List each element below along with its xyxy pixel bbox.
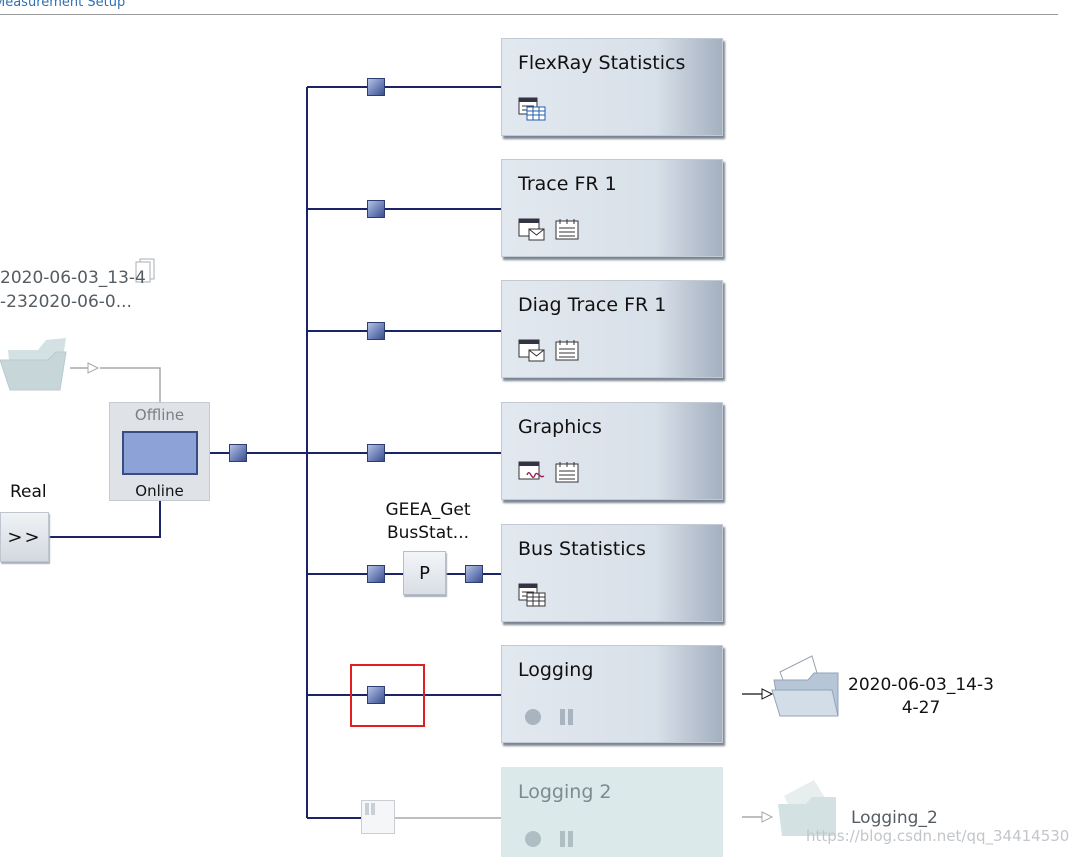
block-bus-statistics[interactable]: Bus Statistics xyxy=(501,524,723,622)
trace-window-icon[interactable] xyxy=(518,339,546,363)
file-copy-icon xyxy=(135,258,155,283)
switch-toggle[interactable] xyxy=(122,431,198,475)
node-logging[interactable] xyxy=(367,686,385,704)
node-flexray-statistics[interactable] xyxy=(367,78,385,96)
block-title: Logging xyxy=(518,659,594,681)
graphics-config-icon[interactable] xyxy=(554,461,580,485)
block-title: FlexRay Statistics xyxy=(518,52,686,74)
offline-file-name-line2: -232020-06-0... xyxy=(0,292,132,312)
window-title-bar: Measurement Setup xyxy=(0,0,1058,15)
program-node-name-line2: BusStat... xyxy=(386,523,470,543)
program-node-name-line1: GEEA_Get xyxy=(385,500,471,520)
selection-highlight xyxy=(350,664,425,727)
logging-output-folder-icon[interactable] xyxy=(771,655,839,717)
node-program-input[interactable] xyxy=(367,565,385,583)
block-title: Diag Trace FR 1 xyxy=(518,294,667,316)
block-title: Trace FR 1 xyxy=(518,173,617,195)
block-graphics[interactable]: Graphics xyxy=(501,402,723,500)
logging-output-file-line1: 2020-06-03_14-3 xyxy=(848,675,994,695)
block-diag-trace-fr-1[interactable]: Diag Trace FR 1 xyxy=(501,280,723,378)
pause-icon[interactable] xyxy=(558,830,576,848)
logging-output-file-line2: 4-27 xyxy=(901,698,941,718)
real-source-button[interactable]: >> xyxy=(0,512,49,562)
block-flexray-statistics[interactable]: FlexRay Statistics xyxy=(501,38,723,136)
offline-file-name-line1: 2020-06-03_13-4 xyxy=(0,268,146,288)
block-title: Graphics xyxy=(518,416,602,438)
window-title: Measurement Setup xyxy=(0,0,126,10)
node-logging-2-disabled[interactable] xyxy=(361,800,395,834)
block-logging[interactable]: Logging xyxy=(501,645,723,743)
switch-online-label: Online xyxy=(135,482,184,500)
watermark: https://blog.csdn.net/qq_34414530 xyxy=(806,827,1069,845)
logging-2-output-folder-icon[interactable] xyxy=(778,780,836,836)
logging-2-output-label: Logging_2 xyxy=(851,808,938,828)
trace-config-icon[interactable] xyxy=(554,218,580,242)
graphics-window-icon[interactable] xyxy=(518,461,546,485)
pause-icon[interactable] xyxy=(558,708,576,726)
real-source-label: Real xyxy=(10,482,47,502)
trace-config-icon[interactable] xyxy=(554,339,580,363)
record-icon[interactable] xyxy=(524,830,542,848)
node-graphics[interactable] xyxy=(367,444,385,462)
block-logging-2[interactable]: Logging 2 xyxy=(501,767,723,857)
block-title: Bus Statistics xyxy=(518,538,646,560)
node-bus-statistics[interactable] xyxy=(465,565,483,583)
block-title: Logging 2 xyxy=(518,781,612,803)
offline-online-switch[interactable]: Offline Online xyxy=(109,402,210,501)
trace-window-icon[interactable] xyxy=(518,218,546,242)
node-diag-trace-fr-1[interactable] xyxy=(367,322,385,340)
block-trace-fr-1[interactable]: Trace FR 1 xyxy=(501,159,723,257)
node-trace-fr-1[interactable] xyxy=(367,200,385,218)
switch-offline-label: Offline xyxy=(134,406,185,424)
statistics-table-icon[interactable] xyxy=(518,583,546,607)
switch-output-node[interactable] xyxy=(229,444,247,462)
record-icon[interactable] xyxy=(524,708,542,726)
program-node-button[interactable]: P xyxy=(403,551,446,595)
statistics-table-icon[interactable] xyxy=(518,97,546,121)
offline-source-folder-icon[interactable] xyxy=(0,338,67,391)
